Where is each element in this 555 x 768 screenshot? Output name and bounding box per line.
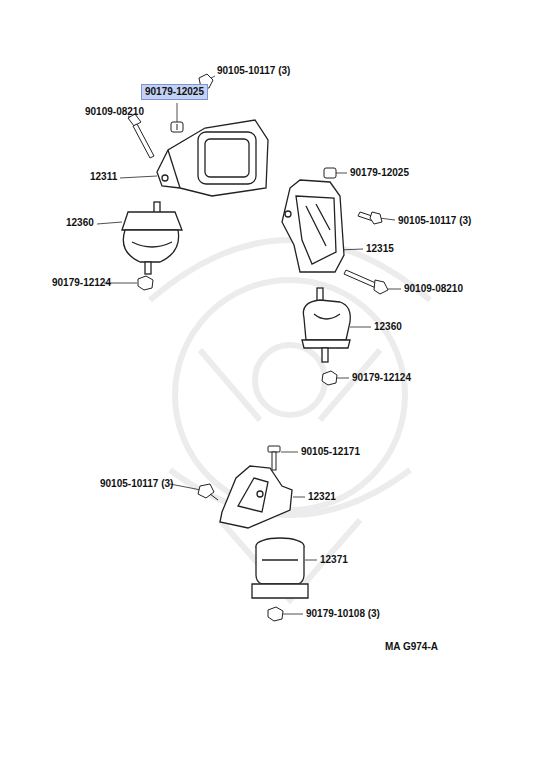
part-number: 12371: [320, 554, 348, 566]
long-bolt-stroke: [344, 270, 378, 288]
part-number: 90179-10108 (3): [306, 608, 380, 620]
bracket-12315-stroke: [285, 211, 291, 217]
nut-stroke: [177, 124, 178, 130]
part-number: 90105-10117 (3): [100, 478, 173, 490]
part-number: 90105-12171: [301, 446, 360, 458]
long-bolt: [128, 114, 154, 158]
nut-stroke: [138, 276, 153, 290]
mount-12371: [252, 538, 308, 598]
part-number: 12360: [66, 217, 94, 229]
mount-12360-right-stroke: [322, 348, 328, 362]
leader-lines-stroke: [97, 222, 122, 224]
bracket-12315: [282, 180, 344, 272]
mount-12360-right: [302, 288, 350, 362]
mount-12360-right-stroke: [314, 314, 340, 319]
leader-lines: [97, 76, 401, 614]
bolt-stroke: [268, 446, 280, 452]
part-number: 90109-08210: [404, 283, 463, 295]
mount-12360-left-stroke: [123, 230, 178, 262]
watermark-stroke: [220, 520, 360, 600]
leader-lines-stroke: [170, 484, 201, 490]
part-number: 90179-12025: [145, 86, 204, 98]
highlighted-part-number: 90179-12025: [141, 84, 208, 100]
bracket-12311-stroke: [168, 150, 180, 188]
nut-stroke: [268, 607, 283, 621]
mount-12360-left-stroke: [122, 212, 182, 230]
bracket-12315-stroke: [306, 204, 330, 246]
figure-code: MA G974-A: [385, 641, 438, 653]
mount-12360-left-stroke: [145, 262, 151, 274]
part-number: 12360: [374, 321, 402, 333]
long-bolt-stroke: [133, 124, 154, 158]
mount-12371-stroke: [252, 584, 308, 598]
nut: [322, 371, 337, 385]
bolt: [198, 484, 218, 500]
leader-lines-stroke: [388, 289, 401, 290]
leader-lines-stroke: [350, 327, 371, 328]
bracket-12315-stroke: [296, 196, 336, 264]
part-number: 90105-10117 (3): [398, 215, 471, 227]
part-number: 12311: [90, 171, 117, 183]
part-number: 12315: [366, 243, 394, 255]
bolt: [268, 446, 280, 470]
leader-lines-stroke: [293, 497, 305, 498]
nut: [138, 276, 153, 290]
bracket-12311: [157, 120, 268, 196]
bracket-12321: [220, 466, 292, 528]
mount-12371-stroke: [256, 546, 304, 584]
bracket-12311-stroke: [157, 120, 268, 196]
leader-lines-stroke: [336, 173, 347, 174]
bolt-stroke: [272, 452, 276, 470]
bracket-12321-stroke: [257, 491, 263, 497]
leader-lines-stroke: [283, 614, 303, 615]
bracket-12315-stroke: [282, 180, 344, 272]
leader-lines-stroke: [337, 378, 349, 379]
leader-lines-stroke: [120, 176, 157, 178]
nut-stroke: [324, 168, 336, 178]
bracket-12311-stroke: [198, 132, 256, 184]
bracket-12321-stroke: [220, 466, 292, 528]
mount-12360-left-stroke: [132, 242, 172, 247]
part-number: 90179-12124: [352, 372, 411, 384]
part-number: 90179-12025: [350, 167, 409, 179]
leader-lines-stroke: [281, 452, 298, 453]
bolt-stroke: [198, 484, 214, 498]
bolt-stroke: [210, 494, 218, 500]
leader-lines-stroke: [177, 103, 178, 122]
mount-12360-right-stroke: [303, 300, 350, 340]
bolt: [358, 212, 382, 224]
part-number: 90179-12124: [52, 277, 111, 289]
nut-stroke: [171, 122, 183, 132]
long-bolt: [344, 270, 388, 294]
nut: [268, 607, 283, 621]
leader-lines-stroke: [305, 560, 317, 561]
mount-12360-right-stroke: [302, 340, 350, 348]
nut-stroke: [322, 371, 337, 385]
part-number: 90105-10117 (3): [217, 65, 290, 77]
part-number: 12321: [308, 491, 336, 503]
bracket-12321-stroke: [238, 478, 268, 512]
mount-12360-left: [122, 202, 182, 274]
long-bolt-stroke: [374, 280, 388, 294]
watermark-stroke: [175, 280, 405, 510]
bolt-stroke: [370, 212, 382, 224]
watermark-stroke: [255, 345, 325, 415]
nut: [324, 168, 336, 178]
bracket-12311-stroke: [162, 175, 168, 181]
watermark-stroke: [150, 240, 430, 515]
mount-12371-stroke: [262, 559, 298, 560]
watermark: [150, 240, 430, 600]
bracket-12311-stroke: [205, 139, 249, 177]
nut: [171, 122, 183, 132]
part-number: 90109-08210: [85, 106, 144, 118]
